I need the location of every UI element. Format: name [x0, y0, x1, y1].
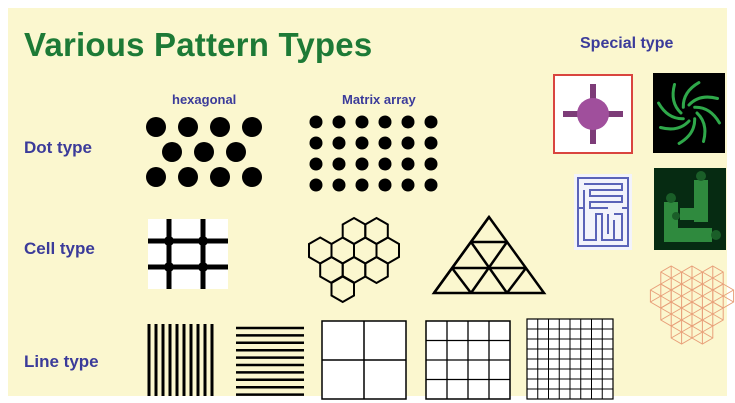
triangle-cell-pattern [432, 215, 547, 297]
hexagon-cell-pattern [282, 215, 397, 295]
cell-type-label: Cell type [24, 239, 95, 259]
grid-mesh-pattern [143, 213, 233, 293]
dot-type-label: Dot type [24, 138, 92, 158]
grid-8x8-pattern [526, 318, 614, 400]
spiral-special-pattern [653, 73, 725, 153]
line-type-label: Line type [24, 352, 99, 372]
grid-4x4-pattern [425, 320, 511, 400]
green-block-special-pattern [654, 168, 726, 250]
hex-mesh-special-pattern [654, 264, 730, 350]
pattern-types-figure: Various Pattern Types Special type hexag… [8, 8, 727, 396]
cross-dot-special-pattern [553, 74, 633, 154]
dot-hexagonal-pattern [143, 114, 268, 194]
grid-2x2-pattern [321, 320, 407, 400]
figure-title: Various Pattern Types [24, 26, 372, 64]
matrix-array-subtitle: Matrix array [342, 92, 416, 107]
hexagonal-subtitle: hexagonal [172, 92, 236, 107]
special-type-label: Special type [580, 35, 673, 53]
maze-special-pattern [574, 174, 632, 250]
vertical-line-pattern [146, 322, 216, 398]
horizontal-line-pattern [236, 324, 304, 396]
dot-matrix-pattern [306, 112, 444, 194]
